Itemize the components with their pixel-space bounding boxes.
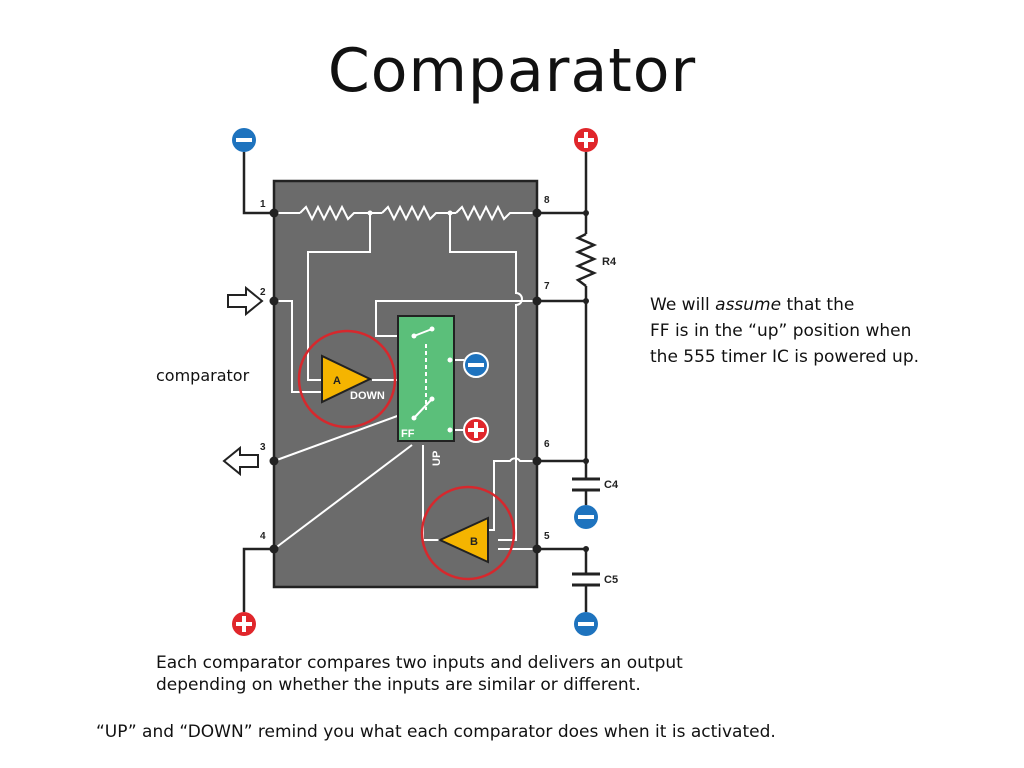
minus-terminal-icon — [232, 128, 256, 152]
comparator-a-label: A — [333, 375, 341, 387]
ff-label: FF — [401, 428, 415, 440]
note-line-1-end: that the — [781, 295, 855, 315]
r4-label: R4 — [602, 256, 617, 268]
pin-dots — [269, 208, 589, 554]
plus-terminal-icon — [463, 417, 489, 443]
note-emphasis: assume — [715, 295, 782, 315]
minus-terminal-icon — [463, 352, 489, 378]
comparator-side-label: comparator — [156, 366, 250, 385]
pin-3-label: 3 — [260, 442, 266, 453]
caption-line-2: depending on whether the inputs are simi… — [156, 675, 641, 695]
page-title: Comparator — [327, 36, 697, 106]
pin-5-label: 5 — [544, 531, 550, 542]
comparator-b — [437, 516, 489, 564]
internal-junctions — [367, 210, 453, 433]
comparator-a — [321, 354, 373, 404]
input-arrow-icon — [227, 285, 264, 317]
pin-8-label: 8 — [544, 195, 550, 206]
flip-flop-box — [397, 315, 455, 442]
output-arrow-icon — [222, 445, 259, 477]
comparator-b-label: B — [470, 536, 478, 548]
comparator-caption: Each comparator compares two inputs and … — [156, 652, 856, 696]
assumption-note: We will assume that the FF is in the “up… — [650, 292, 980, 370]
bottom-caption: “UP” and “DOWN” remind you what each com… — [96, 722, 776, 742]
caption-line-1: Each comparator compares two inputs and … — [156, 653, 683, 673]
highlight-circle-b — [420, 485, 516, 581]
minus-terminal-icon — [574, 505, 598, 529]
note-line-1: We will assume that the — [650, 292, 980, 318]
r4-resistor — [574, 232, 598, 287]
c4-label: C4 — [604, 479, 619, 491]
plus-terminal-icon — [574, 128, 598, 152]
pin-6-label: 6 — [544, 439, 550, 450]
note-line-3: the 555 timer IC is powered up. — [650, 347, 920, 367]
c5-label: C5 — [604, 574, 618, 586]
pin-2-label: 2 — [260, 287, 266, 298]
note-line-2: FF is in the “up” position when — [650, 321, 912, 341]
minus-terminal-icon — [574, 612, 598, 636]
up-label: UP — [431, 451, 443, 466]
plus-terminal-icon — [232, 612, 256, 636]
highlight-circle-a — [297, 329, 397, 429]
down-label: DOWN — [350, 390, 385, 402]
ff-switch — [413, 328, 433, 419]
pin-1-label: 1 — [260, 199, 266, 210]
pin-7-label: 7 — [544, 281, 550, 292]
note-line-1-start: We will — [650, 295, 716, 315]
pin-4-label: 4 — [260, 531, 266, 542]
